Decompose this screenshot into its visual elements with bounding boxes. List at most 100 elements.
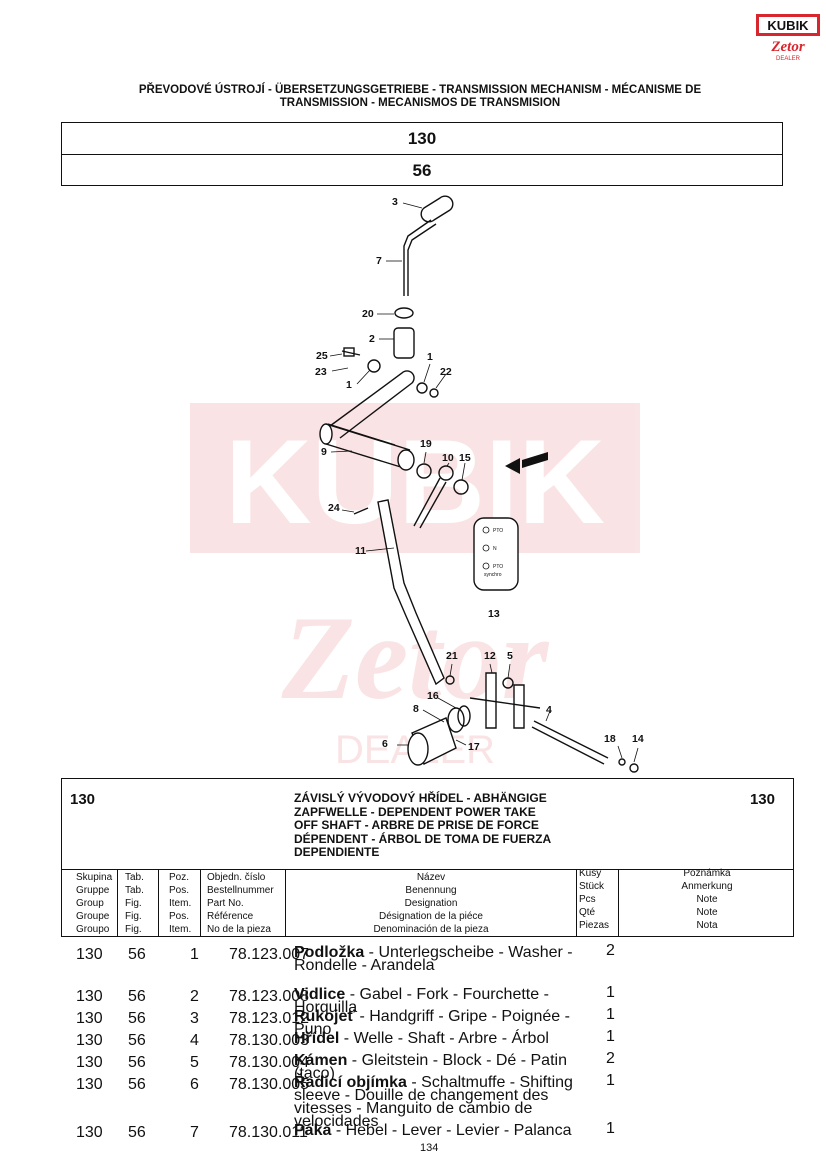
row-name: Podložka - Unterlegscheibe - Washer - Ro… — [294, 944, 584, 974]
row-part-number: 78.123.008 — [229, 988, 310, 1005]
callout-11: 11 — [355, 545, 367, 557]
svg-text:KUBIK: KUBIK — [767, 18, 809, 33]
col-header-text: Nota — [696, 920, 718, 931]
row-tab: 56 — [128, 1010, 146, 1027]
panel-labels: PTO N PTO synchro — [482, 526, 503, 578]
row-pos: 4 — [190, 1032, 199, 1049]
panel-label-pto-2: PTO — [493, 564, 503, 570]
diagram-drawing: KUBIK Zetor DEALER — [190, 195, 640, 773]
section-title-line: ZAPFWELLE - DEPENDENT POWER TAKE — [294, 804, 536, 819]
callout-1a: 1 — [346, 379, 352, 391]
header-divider — [62, 869, 793, 870]
section-title-line: DÉPENDENT - ÁRBOL DE TOMA DE FUERZA — [294, 831, 552, 846]
col-header-text: Bestellnummer — [207, 885, 274, 896]
svg-text:DEALER: DEALER — [776, 56, 801, 62]
col-header-text: Item. — [169, 924, 192, 935]
col-header-text: Group — [76, 898, 104, 909]
callout-4: 4 — [546, 704, 552, 716]
col-header-text: Stück — [579, 881, 605, 892]
row-name: Vidlice - Gabel - Fork - Fourchette - Ho… — [294, 986, 584, 1016]
col-header-group: Skupina Gruppe Group Groupe Groupo — [76, 871, 112, 936]
col-header-text: Fig. — [125, 911, 142, 922]
kubik-zetor-logo: KUBIK Zetor DEALER — [756, 14, 820, 62]
row-tab: 56 — [128, 1076, 146, 1093]
col-header-text: Tab. — [125, 872, 144, 883]
header-line-1: PŘEVODOVÉ ÚSTROJÍ - ÜBERSETZUNGSGETRIEBE… — [138, 84, 702, 96]
row-group: 130 — [76, 946, 103, 963]
callout-15: 15 — [459, 452, 471, 464]
group-table-box: 130 56 — [61, 122, 783, 186]
row-name-rest: - Gabel - Fork - Fourchette - Horquilla — [294, 986, 549, 1016]
row-name-rest: - Unterlegscheibe - Washer - Rondelle - … — [294, 944, 573, 974]
col-header-text: Skupina — [76, 872, 113, 883]
col-header-qty: Kusy Stück Pcs Qté Piezas — [579, 867, 609, 932]
callout-7: 7 — [376, 255, 382, 267]
row-name-bold: Rukojeť — [294, 1008, 356, 1025]
callout-24: 24 — [328, 502, 340, 514]
callout-21: 21 — [446, 650, 458, 662]
callout-9: 9 — [321, 446, 327, 458]
col-header-text: Název — [416, 872, 446, 883]
col-header-text: Pos. — [169, 885, 190, 896]
col-header-text: Objedn. číslo — [207, 872, 266, 883]
row-tab: 56 — [128, 988, 146, 1005]
row-name-rest: - Handgriff - Gripe - Poignée - Puno — [294, 1008, 570, 1038]
col-header-pos: Poz. Pos. Item. Pos. Item. — [169, 871, 191, 936]
section-title-line: ZÁVISLÝ VÝVODOVÝ HŘÍDEL - ABHÄNGIGE — [294, 791, 547, 805]
row-pos: 3 — [190, 1010, 199, 1027]
row-name: Rukojeť - Handgriff - Gripe - Poignée - … — [294, 1008, 584, 1038]
section-group-right: 130 — [749, 791, 775, 808]
watermark-logo: KUBIK Zetor DEALER — [190, 403, 640, 772]
row-pos: 2 — [190, 988, 199, 1005]
svg-text:KUBIK: KUBIK — [225, 415, 605, 549]
row-name-bold: Řadicí objímka — [294, 1074, 407, 1091]
table-number: 56 — [62, 154, 782, 186]
row-name-bold: Hřídel — [294, 1030, 340, 1047]
col-header-text: Désignation de la piéce — [379, 911, 483, 922]
row-pos: 5 — [190, 1054, 199, 1071]
row-tab: 56 — [128, 1032, 146, 1049]
col-header-text: Designation — [404, 898, 458, 909]
callout-22: 22 — [440, 366, 452, 378]
row-group: 130 — [76, 1054, 103, 1071]
row-part-number: 78.123.012 — [229, 1010, 310, 1027]
row-part-number: 78.130.003 — [229, 1032, 310, 1049]
col-header-text: Piezas — [579, 920, 610, 931]
column-divider — [158, 869, 159, 936]
callout-25: 25 — [316, 350, 328, 362]
row-name-rest: - Schaltmuffe - Shifting sleeve - Douill… — [294, 1074, 573, 1130]
col-header-text: Fig. — [125, 898, 142, 909]
callout-19: 19 — [420, 438, 432, 450]
row-group: 130 — [76, 1124, 103, 1141]
row-pos: 1 — [190, 946, 199, 963]
col-header-tab: Tab. Tab. Fig. Fig. Fig. — [125, 871, 144, 936]
col-header-text: Note — [696, 894, 718, 905]
panel-label-synchro: synchro — [484, 572, 502, 578]
section-group-left: 130 — [70, 791, 96, 808]
col-header-text: Fig. — [125, 924, 142, 935]
panel-label-pto-1: PTO — [493, 528, 503, 534]
row-part-number: 78.130.004 — [229, 1054, 310, 1071]
row-name-rest: - Welle - Shaft - Arbre - Árbol — [339, 1030, 549, 1047]
group-number: 130 — [407, 129, 437, 148]
row-name-rest: - Hebel - Lever - Levier - Palanca — [331, 1122, 572, 1139]
callout-8: 8 — [413, 703, 419, 715]
row-qty: 1 — [606, 1028, 615, 1045]
row-qty: 1 — [606, 1072, 615, 1089]
row-name-bold: Vidlice — [294, 986, 346, 1003]
row-group: 130 — [76, 1010, 103, 1027]
row-name: Hřídel - Welle - Shaft - Arbre - Árbol — [294, 1030, 584, 1047]
col-header-text: Item. — [169, 898, 192, 909]
callout-16: 16 — [427, 690, 439, 702]
section-title-line: OFF SHAFT - ARBRE DE PRISE DE FORCE — [294, 818, 539, 832]
col-header-text: Qté — [579, 907, 596, 918]
row-group: 130 — [76, 1032, 103, 1049]
row-name: Páka - Hebel - Lever - Levier - Palanca — [294, 1122, 584, 1139]
section-header-box: 130 130 ZÁVISLÝ VÝVODOVÝ HŘÍDEL - ABHÄNG… — [61, 778, 794, 937]
column-divider — [285, 869, 286, 936]
section-title-line: DEPENDIENTE — [294, 845, 380, 859]
col-header-text: Pcs — [579, 894, 596, 905]
section-title: ZÁVISLÝ VÝVODOVÝ HŘÍDEL - ABHÄNGIGE ZAPF… — [294, 791, 614, 860]
col-header-text: Référence — [207, 911, 254, 922]
row-name-bold: Podložka — [294, 944, 365, 961]
